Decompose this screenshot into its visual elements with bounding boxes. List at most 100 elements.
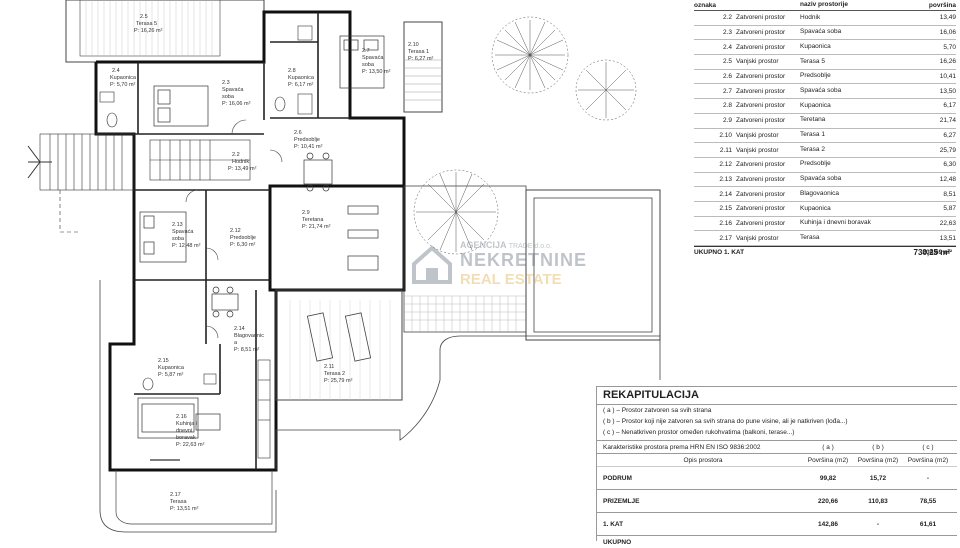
terrace-2-11	[275, 289, 403, 401]
interior-walls	[96, 12, 350, 470]
tree-icon	[413, 169, 499, 255]
table-cell-name: Kuhinja i dnevni boravak	[800, 219, 871, 227]
table-cell-type: Zatvoreni prostor	[736, 73, 786, 81]
table-cell-id: 2.2	[722, 14, 732, 22]
gym-equipment	[347, 205, 379, 271]
table-cell-name: Terasa 2	[800, 145, 825, 153]
recap-table: REKAPITULACIJA ( a ) – Prostor zatvoren …	[596, 386, 957, 546]
site-outline-outer	[99, 280, 277, 533]
table-row: 2.5 Vanjski prostor Terasa 5 16,26	[694, 55, 956, 70]
dining-table	[211, 152, 333, 318]
bathroom-fixtures	[99, 25, 313, 391]
table-cell-area: 6,30	[943, 161, 956, 169]
recap-row-1-kat: 1. KAT 142,86-61,61	[597, 513, 957, 536]
table-cell-type: Vanjski prostor	[736, 58, 779, 66]
table-cell-id: 2.14	[719, 190, 732, 198]
recap-row-total: UKUPNO	[603, 538, 632, 546]
table-cell-name: Kupaonica	[800, 101, 831, 109]
table-cell-type: Zatvoreni prostor	[736, 43, 786, 51]
bed-2-3	[153, 85, 209, 127]
table-cell-area: 12,48	[939, 175, 956, 183]
table-cell-name: Hodnik	[800, 13, 821, 21]
recap-sub-header: Opis prostora Površina (m2)Površina (m2)…	[597, 454, 957, 467]
table-cell-id: 2.11	[719, 146, 732, 154]
doors	[185, 119, 283, 339]
table-cell-type: Zatvoreni prostor	[736, 102, 786, 110]
table-cell-name: Predsoblje	[800, 160, 831, 168]
table-cell-name: Predsoblje	[800, 72, 831, 80]
table-cell-name: Blagovaonica	[800, 189, 840, 197]
table-cell-type: Vanjski prostor	[736, 131, 779, 139]
table-cell-type: Zatvoreni prostor	[736, 205, 786, 213]
table-cell-area: 22,63	[939, 219, 956, 227]
terrace-2-10	[403, 21, 443, 113]
table-cell-area: 6,17	[943, 102, 956, 110]
recap-legend-a: ( a ) – Prostor zatvoren sa svih strana	[603, 407, 712, 414]
table-cell-area: 16,06	[939, 29, 956, 37]
table-cell-name: Spavaća soba	[800, 87, 842, 95]
table-cell-name: Kupaonica	[800, 42, 831, 50]
table-cell-name: Terasa 5	[800, 57, 825, 65]
stairs	[27, 133, 135, 233]
table-row: 2.14 Zatvoreni prostor Blagovaonica 8,51	[694, 187, 956, 202]
recap-legend-c: ( c ) – Nenatkriven prostor omeđen rukoh…	[603, 429, 795, 436]
table-cell-id: 2.7	[722, 87, 732, 95]
table-row: 2.6 Zatvoreni prostor Predsoblje 10,41	[694, 70, 956, 85]
table-cell-name: Terasa	[800, 233, 820, 241]
table-cell-area: 5,87	[943, 205, 956, 213]
site-outline	[275, 335, 661, 470]
table-cell-id: 2.9	[722, 117, 732, 125]
bed-2-13	[139, 211, 187, 263]
kitchen-counter	[150, 359, 271, 461]
recap-title: REKAPITULACIJA	[597, 387, 957, 405]
table-cell-id: 2.6	[722, 73, 732, 81]
table-cell-name: Spavaća soba	[800, 175, 842, 183]
table-cell-id: 2.4	[722, 43, 732, 51]
table-cell-type: Zatvoreni prostor	[736, 117, 786, 125]
table-cell-area: 10,41	[939, 73, 956, 81]
table-cell-name: Spavaća soba	[800, 28, 842, 36]
table-cell-id: 2.5	[722, 58, 732, 66]
tree-icon	[575, 59, 637, 121]
table-cell-area: 16,26	[939, 58, 956, 66]
table-cell-id: 2.10	[719, 131, 732, 139]
table-cell-area: 8,51	[943, 190, 956, 198]
table-cell-area: 13,49	[939, 14, 956, 22]
table-cell-type: Zatvoreni prostor	[736, 190, 786, 198]
table-cell-type: Vanjski prostor	[736, 234, 779, 242]
table-cell-type: Zatvoreni prostor	[736, 175, 786, 183]
house-logo-icon	[412, 245, 452, 284]
bed-2-7	[339, 35, 385, 89]
table-cell-id: 2.17	[719, 234, 732, 242]
table-cell-id: 2.13	[719, 175, 732, 183]
stairs-inner	[149, 139, 251, 181]
tree-icon	[491, 16, 569, 94]
table-cell-area: 13,50	[939, 87, 956, 95]
grand-total: 730,25 m²	[913, 248, 950, 257]
table-cell-id: 2.15	[719, 205, 732, 213]
